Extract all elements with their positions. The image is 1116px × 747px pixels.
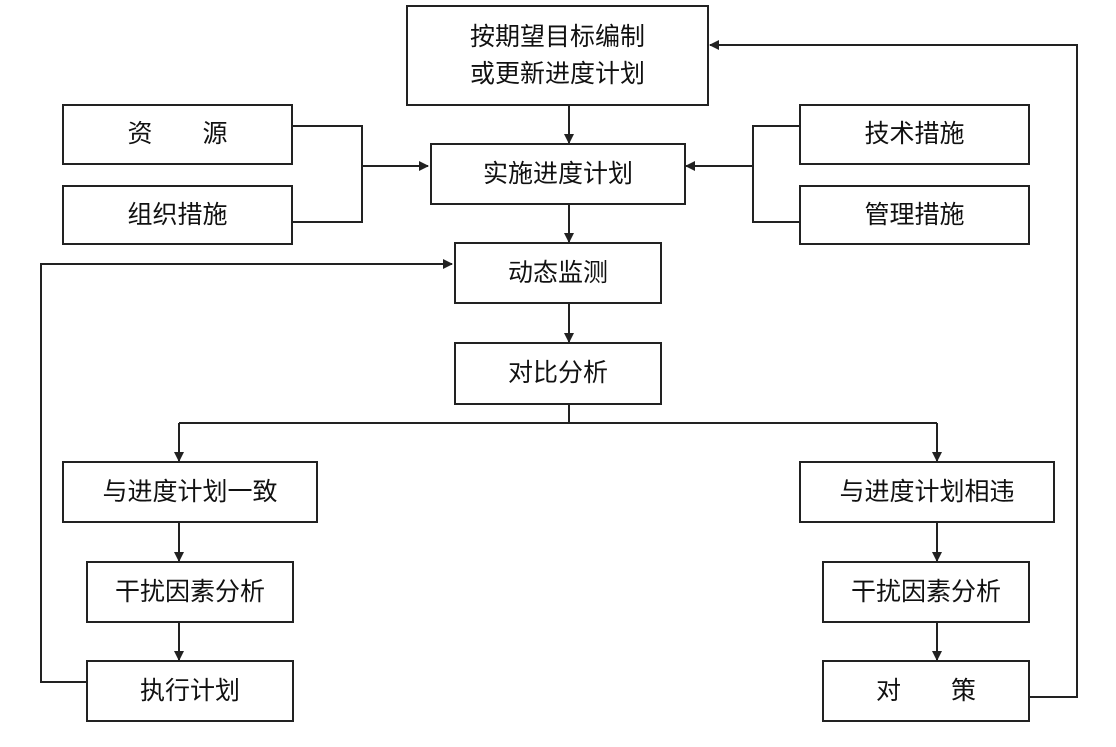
box-interference-analysis-right: 干扰因素分析	[822, 561, 1030, 623]
feedback-measures-to-plan	[709, 40, 1078, 698]
box-execute-plan: 执行计划	[86, 660, 294, 722]
box-update-plan: 按期望目标编制 或更新进度计划	[406, 5, 709, 106]
box-tech-measures: 技术措施	[799, 104, 1030, 165]
box-mgmt-measures: 管理措施	[799, 185, 1030, 245]
box-update-plan-line2: 或更新进度计划	[469, 58, 645, 88]
box-comparative-analysis: 对比分析	[454, 342, 662, 405]
box-deviates-from-plan: 与进度计划相违	[799, 461, 1055, 523]
box-update-plan-line1: 按期望目标编制	[469, 22, 645, 52]
feedback-execute-to-monitor	[40, 259, 453, 683]
connector-compare-split	[179, 405, 570, 424]
box-countermeasures: 对 策	[822, 660, 1030, 722]
box-org-measures: 组织措施	[62, 185, 293, 245]
connector-tech-mgmt	[752, 125, 799, 223]
box-consistent-with-plan: 与进度计划一致	[62, 461, 318, 523]
box-implement-plan: 实施进度计划	[430, 143, 686, 205]
connector-resources	[293, 125, 363, 223]
box-interference-analysis-left: 干扰因素分析	[86, 561, 294, 623]
box-resources: 资 源	[62, 104, 293, 165]
box-dynamic-monitoring: 动态监测	[454, 242, 662, 304]
